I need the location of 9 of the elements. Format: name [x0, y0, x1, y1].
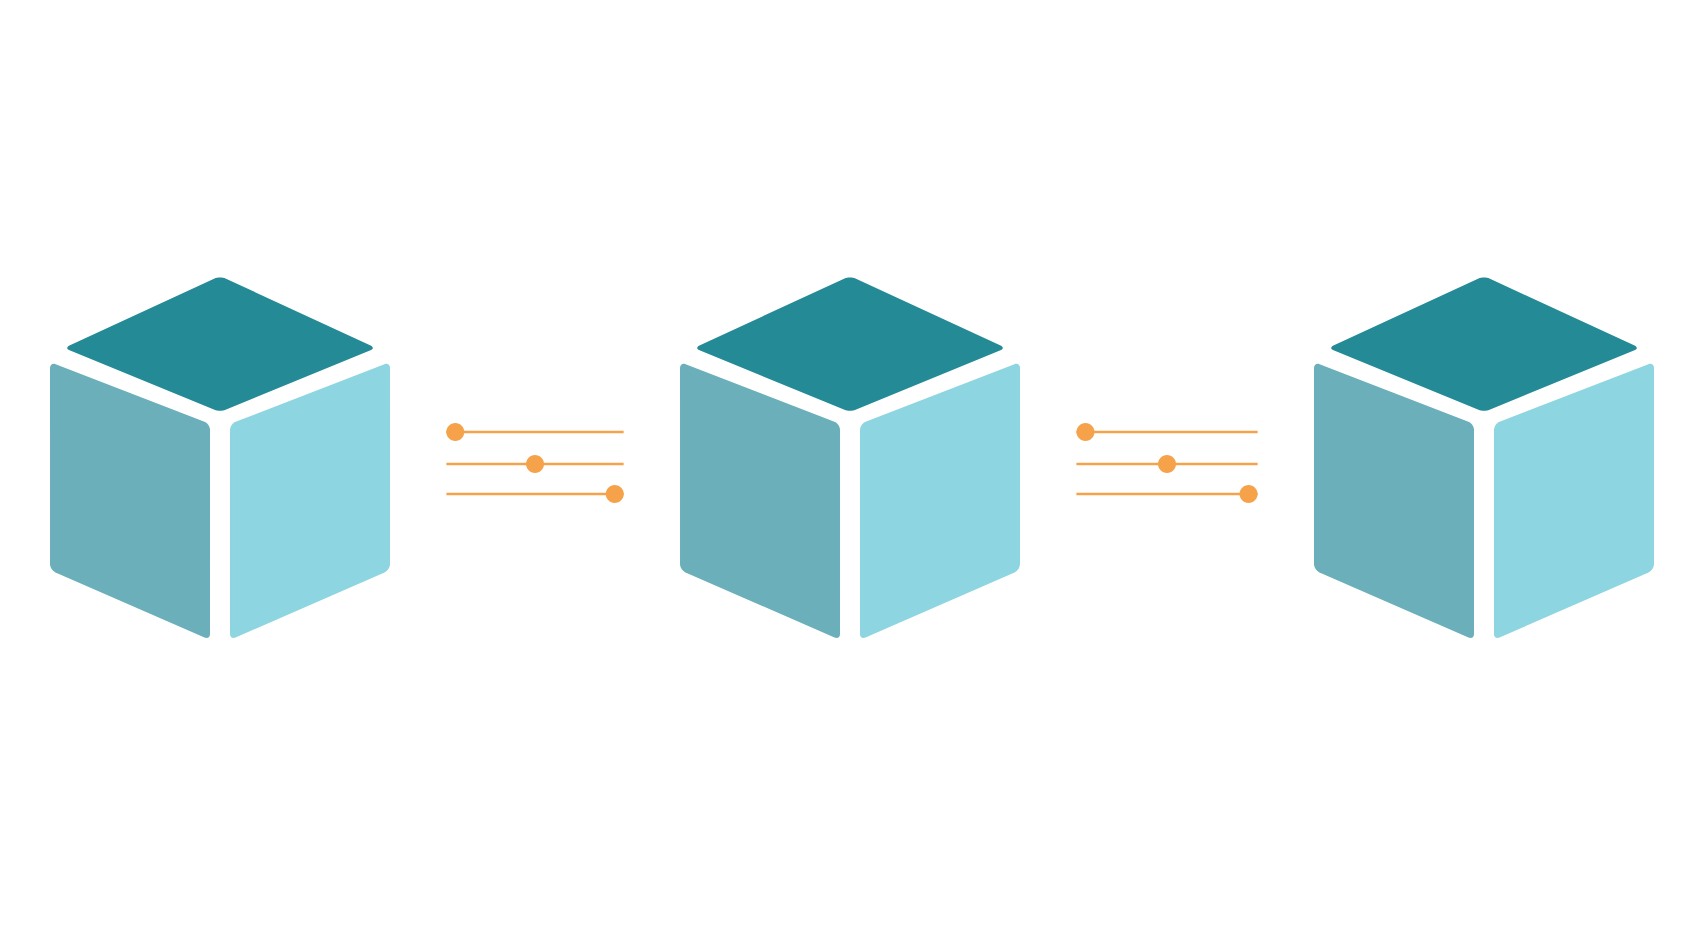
cube-drawing — [680, 277, 1020, 639]
connector-line — [1076, 423, 1258, 441]
cube-drawing — [1314, 277, 1654, 639]
connector-line — [1076, 485, 1258, 503]
connector-line — [446, 485, 624, 503]
connector-line — [446, 462, 624, 466]
connector-line — [1076, 462, 1258, 466]
connector-line — [446, 423, 624, 441]
cube-drawing — [50, 277, 390, 639]
